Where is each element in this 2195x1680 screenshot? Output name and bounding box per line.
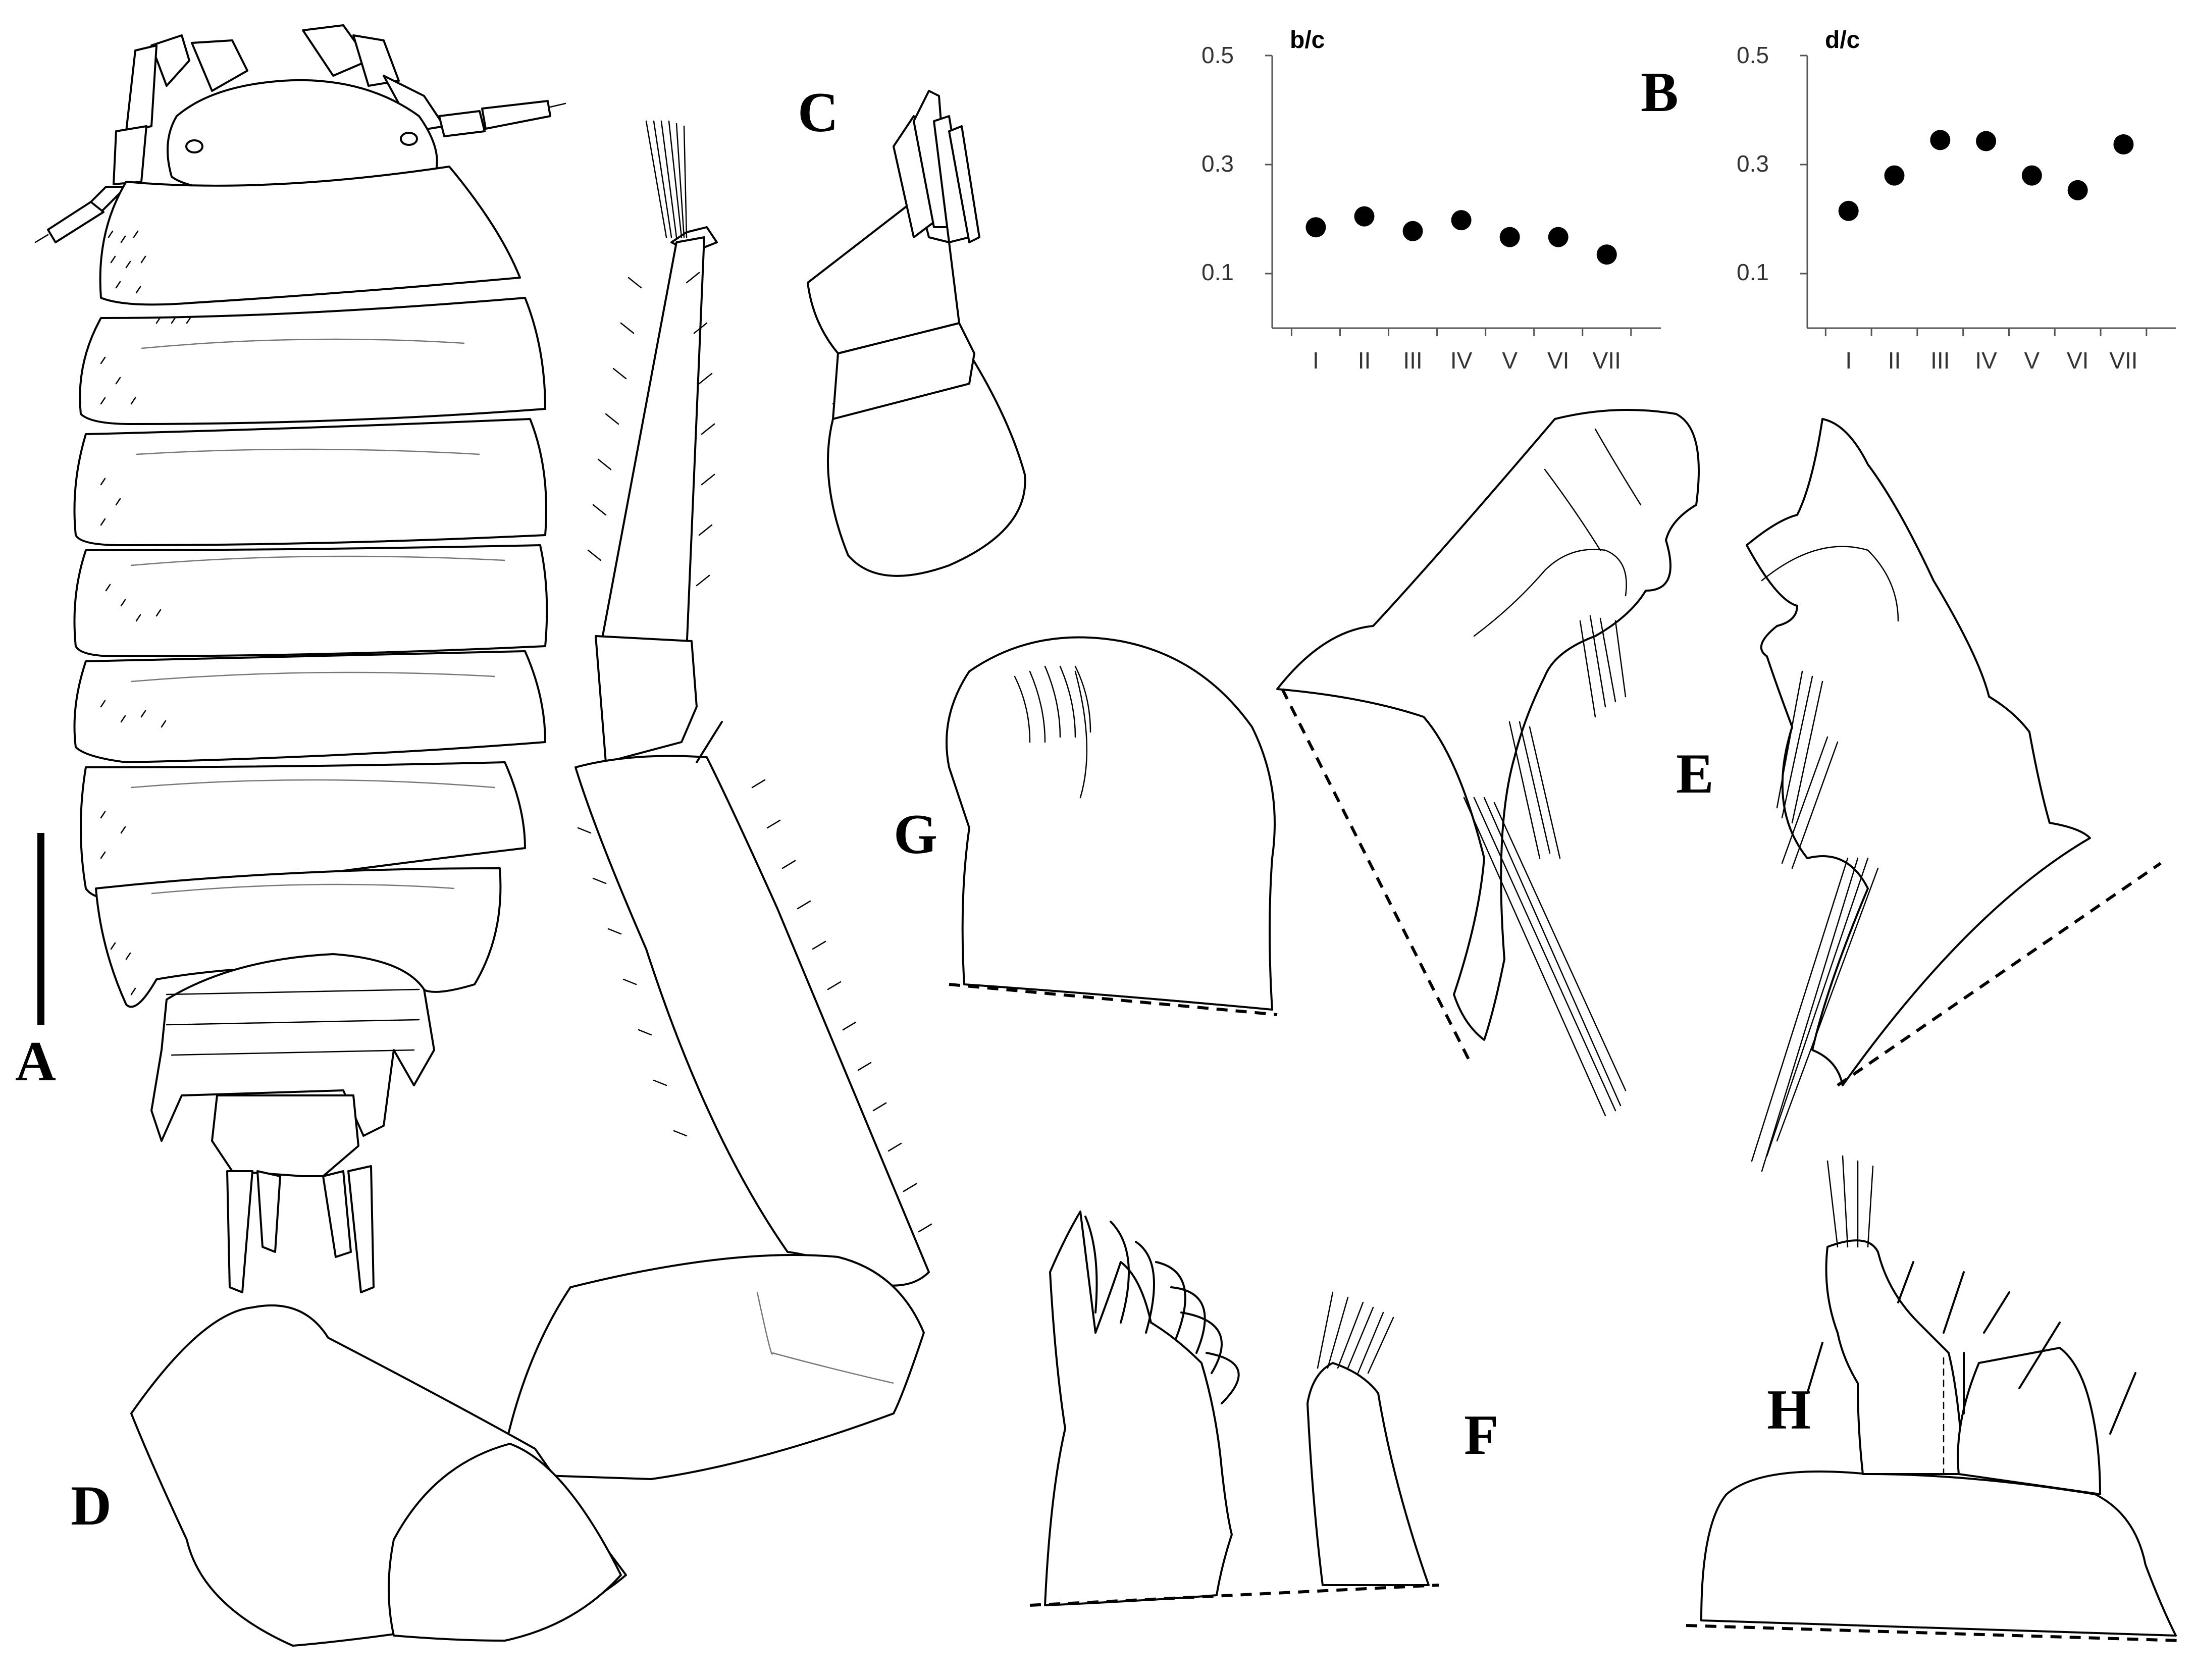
x-tick-label: II bbox=[1358, 347, 1371, 374]
data-point bbox=[1596, 244, 1617, 265]
panel-label-h: H bbox=[1767, 1379, 1811, 1441]
ytick-1-2: 0.1 bbox=[1737, 259, 1769, 285]
ytick-1-1: 0.3 bbox=[1737, 150, 1769, 177]
panel-label-f: F bbox=[1464, 1404, 1498, 1466]
data-point bbox=[1354, 206, 1375, 227]
pereonite-6 bbox=[80, 761, 526, 901]
x-tick-label: V bbox=[2024, 347, 2040, 374]
x-tick-label: III bbox=[1930, 347, 1950, 374]
pereonite-2 bbox=[79, 297, 546, 425]
antenna-left bbox=[34, 34, 248, 243]
figure-a-habitus: A bbox=[15, 24, 566, 1293]
eye-left bbox=[185, 139, 203, 153]
setae-marks bbox=[100, 230, 192, 995]
figure-e-mandibles: E bbox=[1276, 409, 2162, 1172]
uropod-right-a bbox=[322, 1170, 352, 1258]
panel-label-b: B bbox=[1641, 61, 1679, 124]
data-point bbox=[1976, 131, 1997, 151]
maxillule-spines bbox=[1084, 1216, 1240, 1404]
panel-label-e: E bbox=[1676, 743, 1714, 805]
data-point bbox=[1884, 165, 1905, 186]
maxilliped-setae bbox=[1826, 1155, 1874, 1248]
data-point bbox=[1305, 217, 1326, 238]
pereonite-3 bbox=[73, 418, 547, 546]
uropod-left-b bbox=[256, 1170, 281, 1253]
x-tick-label: IV bbox=[1975, 347, 1997, 374]
data-point bbox=[1451, 210, 1472, 231]
data-point bbox=[1838, 200, 1859, 221]
figure-c-antennule: C bbox=[798, 81, 1026, 577]
pereonite-1 bbox=[99, 166, 521, 306]
x-tick-label: V bbox=[1502, 347, 1518, 374]
figure-h-maxilliped: H bbox=[1686, 1155, 2181, 1642]
pereonite-4 bbox=[73, 544, 548, 657]
pereonite-5 bbox=[73, 650, 546, 763]
panel-label-a: A bbox=[15, 1030, 56, 1093]
data-point bbox=[1402, 221, 1423, 241]
x-tick-label: VI bbox=[2067, 347, 2088, 374]
ytick-0-1: 0.3 bbox=[1201, 150, 1234, 177]
x-tick-label: I bbox=[1845, 347, 1852, 374]
uropod-right-b bbox=[347, 1165, 375, 1293]
mandible-right bbox=[1746, 418, 2091, 1086]
x-tick-label: III bbox=[1403, 347, 1422, 374]
x-tick-label: VII bbox=[1593, 347, 1621, 374]
propodus-setae bbox=[577, 272, 932, 1233]
mandible-right-setae bbox=[1751, 670, 1879, 1172]
figure-f-maxillule: F bbox=[1029, 1211, 1498, 1607]
ytick-0-0: 0.5 bbox=[1201, 42, 1234, 68]
data-point bbox=[2113, 134, 2134, 155]
mandible-left bbox=[1276, 409, 1700, 1041]
data-point bbox=[1548, 227, 1569, 247]
ytick-0-2: 0.1 bbox=[1201, 259, 1234, 285]
pleon bbox=[150, 953, 435, 1142]
x-tick-label: I bbox=[1313, 347, 1319, 374]
figure-d-pereopod: D bbox=[71, 120, 932, 1647]
data-point bbox=[2021, 165, 2042, 186]
ytick-1-0: 0.5 bbox=[1737, 42, 1769, 68]
dactylus-setae bbox=[645, 120, 688, 238]
x-tick-label: VI bbox=[1547, 347, 1569, 374]
x-tick-label: VII bbox=[2109, 347, 2137, 374]
maxillule-setae bbox=[1317, 1291, 1394, 1374]
x-tick-label: II bbox=[1888, 347, 1901, 374]
pleotelson bbox=[211, 1094, 359, 1177]
mandible-left-setae bbox=[1463, 615, 1627, 1117]
data-point bbox=[1499, 227, 1520, 247]
antenna-right bbox=[302, 24, 566, 137]
chart-title-d-over-c: d/c bbox=[1825, 27, 1860, 54]
data-point bbox=[2067, 180, 2088, 200]
x-tick-label: IV bbox=[1450, 347, 1473, 374]
scale-bar bbox=[37, 833, 44, 1025]
panel-label-d: D bbox=[71, 1475, 112, 1537]
panel-label-c: C bbox=[798, 81, 839, 144]
data-point bbox=[1930, 130, 1951, 150]
chart-title-b-over-c: b/c bbox=[1290, 27, 1325, 54]
figure-g-lobe: G bbox=[894, 636, 1278, 1016]
panel-label-g: G bbox=[894, 803, 937, 866]
eye-right bbox=[400, 132, 418, 146]
uropod-left-a bbox=[226, 1170, 253, 1293]
